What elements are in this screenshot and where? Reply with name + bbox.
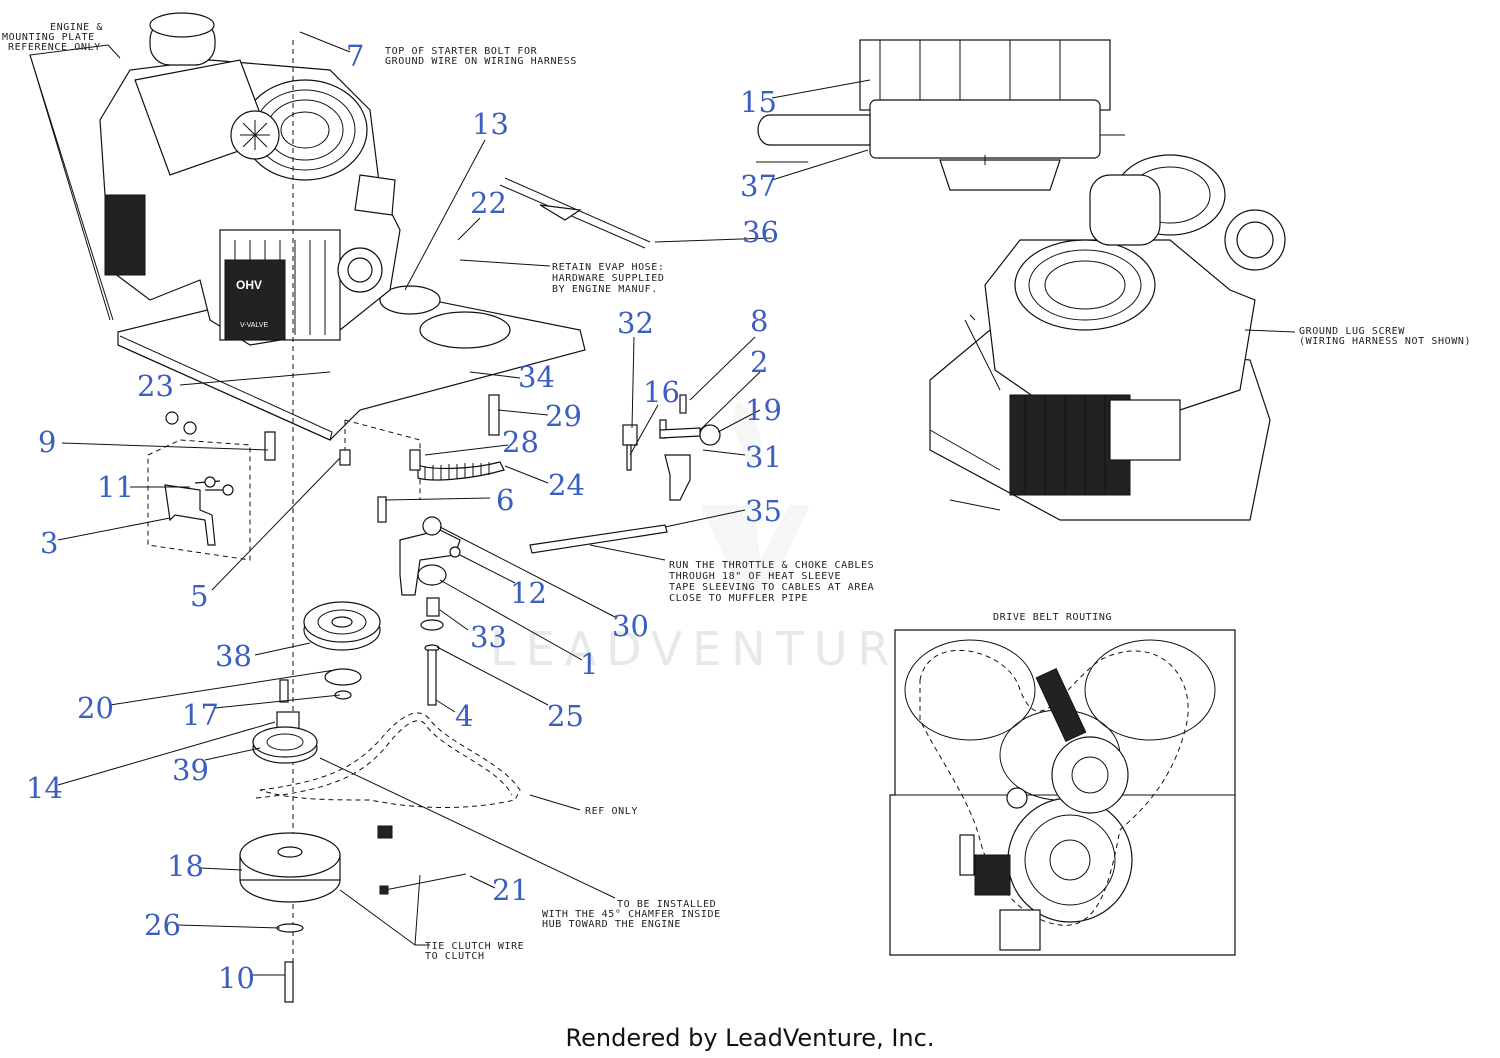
note-ground-lug-line1: GROUND LUG SCREW xyxy=(1299,326,1405,337)
callout-8: 8 xyxy=(750,304,768,338)
callout-35: 35 xyxy=(745,494,782,528)
callout-2: 2 xyxy=(750,345,768,379)
leader-lines xyxy=(29,31,1296,976)
callout-31: 31 xyxy=(745,440,782,474)
note-engine-ref-line1: ENGINE & xyxy=(50,22,103,33)
callout-numbers: 7 13 22 36 15 37 32 8 2 16 19 31 23 34 2… xyxy=(26,39,782,995)
watermark-logo xyxy=(700,400,810,600)
note-evap-line3: BY ENGINE MANUF. xyxy=(552,284,658,295)
callout-30: 30 xyxy=(612,609,649,643)
callout-34: 34 xyxy=(518,360,555,394)
note-engine-ref-line2: MOUNTING PLATE xyxy=(2,32,95,43)
annotation-notes: ENGINE & MOUNTING PLATE REFERENCE ONLY T… xyxy=(2,22,1471,962)
callout-5: 5 xyxy=(190,579,208,613)
note-starter-line2: GROUND WIRE ON WIRING HARNESS xyxy=(385,56,577,67)
callout-20: 20 xyxy=(77,691,114,725)
note-evap-line2: HARDWARE SUPPLIED xyxy=(552,273,665,284)
note-engine-ref-line3: REFERENCE ONLY xyxy=(8,42,101,53)
callout-38: 38 xyxy=(215,639,252,673)
callout-14: 14 xyxy=(26,771,63,805)
engine-detail-drawing xyxy=(929,154,1286,521)
callout-39: 39 xyxy=(172,753,209,787)
note-throttle-line2: THROUGH 18" OF HEAT SLEEVE xyxy=(669,571,841,582)
callout-7: 7 xyxy=(346,39,364,73)
callout-22: 22 xyxy=(470,186,507,220)
callout-9: 9 xyxy=(38,425,56,459)
callout-23: 23 xyxy=(137,369,174,403)
note-ground-lug-line2: (WIRING HARNESS NOT SHOWN) xyxy=(1299,336,1471,347)
note-throttle-line4: CLOSE TO MUFFLER PIPE xyxy=(669,593,808,604)
engine-main-drawing xyxy=(99,12,651,441)
note-tie-clutch-line1: TIE CLUTCH WIRE xyxy=(425,941,524,952)
note-install-line3: HUB TOWARD THE ENGINE xyxy=(542,919,681,930)
callout-33: 33 xyxy=(470,620,507,654)
callout-4: 4 xyxy=(455,699,473,733)
callout-37: 37 xyxy=(740,169,777,203)
valve-badge: V-VALVE xyxy=(240,322,268,329)
callout-32: 32 xyxy=(617,306,654,340)
note-install-line2: WITH THE 45° CHAMFER INSIDE xyxy=(542,909,721,920)
callout-11: 11 xyxy=(97,470,134,504)
callout-15: 15 xyxy=(740,85,777,119)
callout-3: 3 xyxy=(40,526,58,560)
callout-16: 16 xyxy=(643,375,680,409)
drive-belt-routing-drawing xyxy=(889,629,1236,956)
ohv-badge: OHV xyxy=(236,278,262,292)
callout-36: 36 xyxy=(742,215,779,249)
parts-exploded xyxy=(147,40,721,1003)
note-throttle-line1: RUN THE THROTTLE & CHOKE CABLES xyxy=(669,560,874,571)
note-belt-routing-title: DRIVE BELT ROUTING xyxy=(993,612,1112,623)
callout-10: 10 xyxy=(218,961,255,995)
callout-6: 6 xyxy=(496,483,514,517)
callout-26: 26 xyxy=(144,908,181,942)
note-ref-only: REF ONLY xyxy=(585,806,638,817)
callout-24: 24 xyxy=(548,468,585,502)
callout-21: 21 xyxy=(492,873,529,907)
callout-1: 1 xyxy=(580,647,598,681)
note-tie-clutch-line2: TO CLUTCH xyxy=(425,951,485,962)
note-throttle-line3: TAPE SLEEVING TO CABLES AT AREA xyxy=(669,582,874,593)
callout-25: 25 xyxy=(547,699,584,733)
muffler-drawing xyxy=(756,39,1125,191)
footer-credit: Rendered by LeadVenture, Inc. xyxy=(565,1024,935,1052)
callout-19: 19 xyxy=(745,393,782,427)
callout-28: 28 xyxy=(502,425,539,459)
callout-18: 18 xyxy=(167,849,204,883)
callout-29: 29 xyxy=(545,399,582,433)
note-install-line1: TO BE INSTALLED xyxy=(617,899,716,910)
note-starter-line1: TOP OF STARTER BOLT FOR xyxy=(385,46,538,57)
watermark-text: LEADVENTURE xyxy=(490,622,939,676)
callout-13: 13 xyxy=(472,107,509,141)
note-evap-line1: RETAIN EVAP HOSE: xyxy=(552,262,665,273)
callout-12: 12 xyxy=(510,576,547,610)
callout-17: 17 xyxy=(182,698,219,732)
